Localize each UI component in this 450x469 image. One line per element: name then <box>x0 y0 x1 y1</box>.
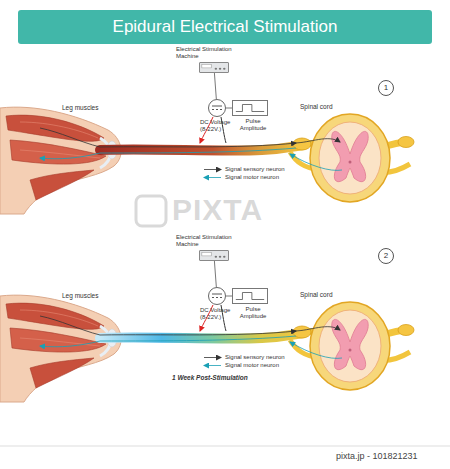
motor-signal-line <box>40 336 296 347</box>
watermark-logo <box>136 196 166 226</box>
dc-symbol <box>212 297 222 298</box>
pulse-box: Pulse Amplitude <box>232 100 268 116</box>
part-label: Leg muscles <box>62 292 99 299</box>
part-label: Spinal cord <box>300 291 333 298</box>
node-label: DC Voltage (8-22V.) <box>200 307 234 321</box>
voltage-meter: DC Voltage (8-22V.) <box>208 287 226 305</box>
meter-shape <box>208 287 226 305</box>
leg-illustration <box>0 107 121 214</box>
node-label: DC Voltage (8-22V.) <box>200 119 234 133</box>
node-label: Pulse Amplitude <box>233 118 273 132</box>
pulse-wave <box>236 293 264 300</box>
stimulation-machine: Electrical Stimulation Machine <box>199 250 229 261</box>
dc-symbol <box>212 106 222 107</box>
meter-circle <box>209 100 226 117</box>
spinal-cord-section <box>290 302 414 390</box>
machine-face <box>200 63 228 72</box>
connector-wire <box>226 296 232 297</box>
watermark-id: pixta.jp - 101821231 <box>336 451 418 461</box>
machine-face <box>200 251 228 260</box>
node-label: Pulse Amplitude <box>233 306 273 320</box>
stimulation-machine: Electrical Stimulation Machine <box>199 62 229 73</box>
watermark: PIXTA <box>172 193 263 227</box>
machine-knob <box>223 256 225 258</box>
dc-symbol <box>212 109 222 110</box>
pulse-box: Pulse Amplitude <box>232 288 268 304</box>
leg-illustration <box>0 295 121 402</box>
legend-text: Signal sensory neuron <box>225 166 285 173</box>
voltage-meter: DC Voltage (8-22V.) <box>208 99 226 117</box>
machine-screen <box>202 65 211 68</box>
part-label: 1 Week Post-Stimulation <box>172 374 248 381</box>
callout-number: 2 <box>378 248 394 264</box>
connector-wire <box>214 73 216 99</box>
part-label: Spinal cord <box>300 103 333 110</box>
connector-wire <box>226 108 232 109</box>
node-label: Electrical Stimulation Machine <box>176 234 242 248</box>
meter-shape <box>208 99 226 117</box>
legend-arrow-sample <box>204 357 221 358</box>
legend-arrow-sample <box>204 177 221 178</box>
signal-lines <box>40 128 296 347</box>
legend-text: Signal motor neuron <box>225 174 279 181</box>
motor-signal-line <box>40 148 296 159</box>
machine-knob <box>215 68 217 70</box>
spinal-cord-section <box>290 114 414 202</box>
legend-text: Signal sensory neuron <box>225 354 285 361</box>
machine-screen <box>202 253 211 256</box>
meter-circle <box>209 288 226 305</box>
pulse-wave <box>236 105 264 112</box>
machine-knob <box>219 68 221 70</box>
dc-symbol <box>212 294 222 295</box>
legend-text: Signal motor neuron <box>225 362 279 369</box>
footer-rule <box>0 446 450 447</box>
node-label: Electrical Stimulation Machine <box>176 46 242 60</box>
title-text: Epidural Electrical Stimulation <box>18 10 432 44</box>
machine-knob <box>215 256 217 258</box>
machine-knob <box>223 68 225 70</box>
title-banner <box>18 10 432 44</box>
pulse-shape <box>233 101 267 115</box>
connector-wire <box>214 261 216 287</box>
pulse-shape <box>233 289 267 303</box>
legend-arrow-sample <box>204 365 221 366</box>
legend-arrow-sample <box>204 169 221 170</box>
part-label: Leg muscles <box>62 104 99 111</box>
callout-number: 1 <box>378 80 394 96</box>
machine-knob <box>219 256 221 258</box>
